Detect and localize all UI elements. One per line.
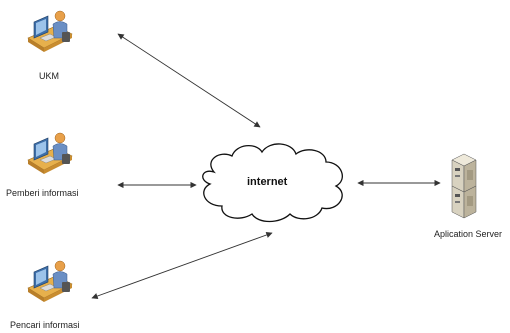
ukm-workstation-icon	[27, 10, 73, 53]
cloud-icon	[202, 143, 343, 223]
pemberi-workstation-icon	[27, 132, 73, 175]
application-server-label: Aplication Server	[434, 229, 503, 239]
link-pencari-internet	[91, 231, 273, 300]
pencari-workstation-icon	[27, 260, 73, 303]
connections	[91, 33, 441, 300]
server-icon	[451, 153, 477, 219]
internet-label: internet	[247, 176, 288, 188]
link-ukm-internet	[117, 33, 261, 128]
pencari-informasi-label: Pencari informasi	[10, 320, 80, 330]
pemberi-informasi-label: Pemberi informasi	[6, 188, 79, 198]
ukm-label: UKM	[39, 71, 59, 81]
